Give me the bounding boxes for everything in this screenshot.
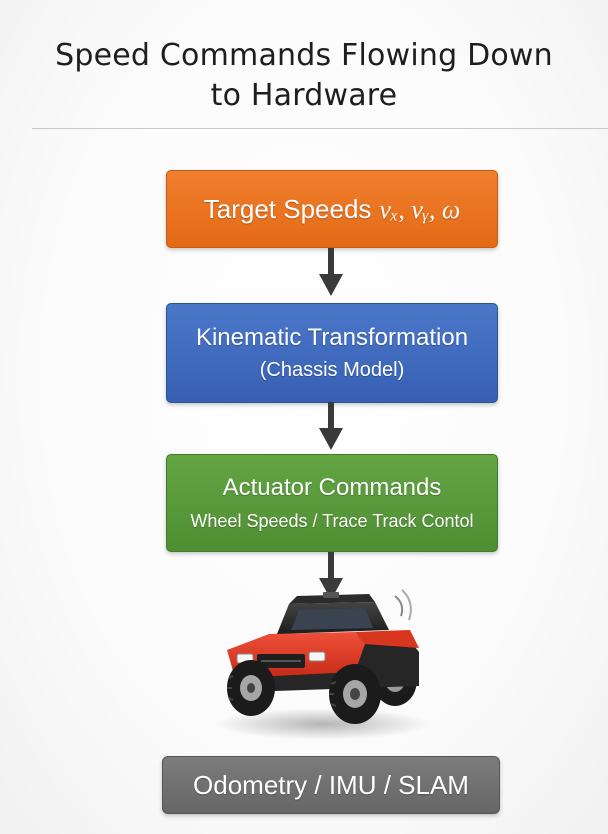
node-actuator-label: Actuator Commands (222, 474, 442, 501)
arrow-down-icon (319, 402, 343, 450)
node-actuator-commands: Actuator Commands Wheel Speeds / Trace T… (166, 454, 498, 552)
node-actuator-sub: Wheel Speeds / Trace Track Contol (190, 511, 474, 531)
node-odometry-label: Odometry / IMU / SLAM (193, 770, 469, 800)
title-line-2: to Hardware (210, 78, 398, 113)
robot-car-icon (215, 589, 431, 740)
node-kinematic-label: Kinematic Transformation (195, 324, 469, 351)
node-odometry-imu-slam: Odometry / IMU / SLAM (162, 756, 500, 814)
arrow-down-icon (319, 552, 343, 600)
title-divider (32, 128, 608, 129)
node-kinematic-sub: (Chassis Model) (259, 359, 405, 381)
node-target-speeds-vars: vₓ, vᵧ, ω (379, 194, 461, 224)
arrow-down-icon (319, 248, 343, 296)
node-kinematic-transformation: Kinematic Transformation (Chassis Model) (166, 303, 498, 403)
title-line-1: Speed Commands Flowing Down (55, 38, 553, 73)
diagram-title: Speed Commands Flowing Down to Hardware (0, 36, 608, 116)
node-target-speeds-label: Target Speeds (203, 193, 372, 224)
